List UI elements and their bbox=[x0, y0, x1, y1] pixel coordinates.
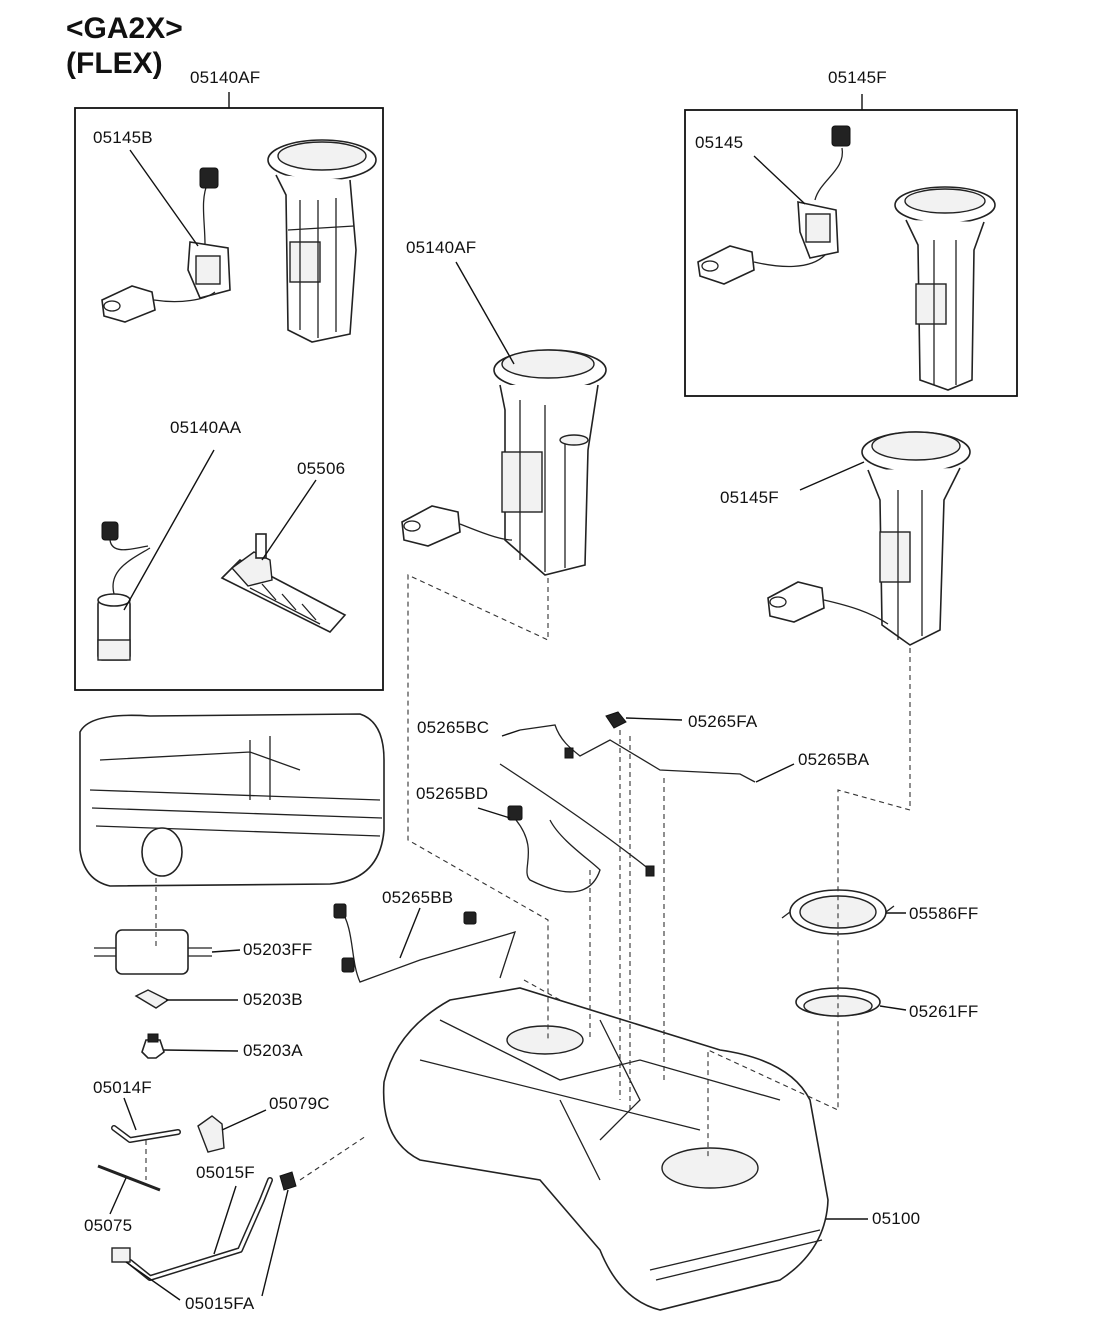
label-05265BA: 05265BA bbox=[798, 750, 870, 769]
fuel-tank-05100-drawing bbox=[382, 987, 829, 1311]
label-05015FA: 05015FA bbox=[185, 1294, 255, 1313]
label-05015F: 05015F bbox=[196, 1163, 255, 1182]
label-05145F-kit: 05145F bbox=[828, 68, 887, 87]
pump-module-05145F-small bbox=[894, 186, 996, 391]
strap-05075-drawing bbox=[97, 1164, 161, 1192]
label-05140AA: 05140AA bbox=[170, 418, 242, 437]
sender-05145-drawing bbox=[697, 125, 851, 285]
strainer-05506-drawing bbox=[220, 533, 347, 633]
label-05079C: 05079C bbox=[269, 1094, 330, 1113]
clamp-05015FA-drawing bbox=[111, 1171, 297, 1263]
label-05265BD: 05265BD bbox=[416, 784, 489, 803]
label-05265FA: 05265FA bbox=[688, 712, 758, 731]
label-05265BB: 05265BB bbox=[382, 888, 454, 907]
label-05203B: 05203B bbox=[243, 990, 303, 1009]
hose-05015F-drawing bbox=[127, 1177, 273, 1281]
pump-module-05140AF-large bbox=[401, 349, 607, 576]
label-05586FF: 05586FF bbox=[909, 904, 979, 923]
sender-05145B-drawing bbox=[101, 167, 231, 323]
pump-module-05140AF-small bbox=[267, 139, 377, 343]
label-05506: 05506 bbox=[297, 459, 346, 478]
label-05203FF: 05203FF bbox=[243, 940, 313, 959]
connector-05265FA-drawing bbox=[605, 711, 627, 729]
wiring-05265BC-drawing bbox=[499, 724, 756, 877]
label-05140AF-kit: 05140AF bbox=[190, 68, 261, 87]
label-05265BC: 05265BC bbox=[417, 718, 490, 737]
bolt-05203A-drawing bbox=[141, 1033, 165, 1059]
label-05145F-module: 05145F bbox=[720, 488, 779, 507]
lock-ring-05586FF-drawing bbox=[781, 889, 895, 935]
label-05100: 05100 bbox=[872, 1209, 921, 1228]
hose-05014F-drawing bbox=[111, 1125, 181, 1143]
leader-lines bbox=[109, 149, 907, 1301]
gasket-05261FF-drawing bbox=[795, 987, 881, 1017]
label-05145: 05145 bbox=[695, 133, 744, 152]
variant-title: (FLEX) bbox=[66, 47, 163, 80]
fuel-tank-inset-drawing bbox=[79, 713, 385, 887]
fuel-pump-05140AA-drawing bbox=[97, 521, 151, 661]
label-05140AF-module: 05140AF bbox=[406, 238, 477, 257]
bracket-05079C-drawing bbox=[197, 1115, 225, 1153]
pump-module-05145F-large bbox=[767, 431, 971, 646]
label-05203A: 05203A bbox=[243, 1041, 303, 1060]
label-05014F: 05014F bbox=[93, 1078, 152, 1097]
fuel-filter-05203FF-drawing bbox=[94, 929, 212, 975]
kit-box-05145F bbox=[684, 109, 1018, 397]
label-05145B: 05145B bbox=[93, 128, 153, 147]
label-05261FF: 05261FF bbox=[909, 1002, 979, 1021]
wiring-05265BB-drawing bbox=[333, 903, 517, 983]
clip-05203B-drawing bbox=[134, 989, 170, 1009]
label-05075: 05075 bbox=[84, 1216, 133, 1235]
model-code-title: <GA2X> bbox=[66, 12, 183, 45]
assembly-dashed-lines bbox=[145, 574, 911, 1181]
wiring-05265BD-drawing bbox=[507, 805, 601, 893]
